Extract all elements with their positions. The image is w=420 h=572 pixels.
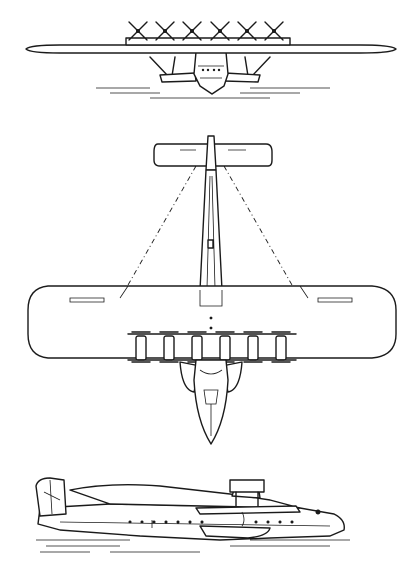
- side-portholes: [128, 509, 321, 524]
- side-engine-nacelles: [229, 479, 265, 493]
- front-sponson-left: [159, 72, 197, 83]
- side-wing: [195, 505, 301, 515]
- side-view: [35, 477, 350, 553]
- side-sponson: [199, 525, 271, 539]
- top-fuselage: [199, 169, 223, 291]
- top-main-wing: [27, 285, 397, 359]
- top-wire-lines: [115, 165, 305, 323]
- side-upper-deck: [69, 483, 301, 509]
- top-fin: [205, 135, 217, 171]
- front-hull: [193, 51, 229, 95]
- front-view: [25, 21, 397, 99]
- top-hull-nose: [193, 359, 229, 445]
- top-view: [27, 135, 397, 445]
- front-main-wing: [25, 44, 397, 54]
- front-propellers: [128, 21, 284, 41]
- top-fuselage-hatch: [207, 239, 214, 249]
- front-water-lines: [96, 87, 330, 99]
- front-wing-struts: [149, 56, 271, 77]
- side-engine-struts: [235, 491, 259, 507]
- front-engine-nacelles: [125, 37, 291, 46]
- front-sponson-right: [223, 72, 261, 83]
- side-water-lines: [36, 539, 350, 553]
- top-engine-nacelles: [127, 333, 297, 361]
